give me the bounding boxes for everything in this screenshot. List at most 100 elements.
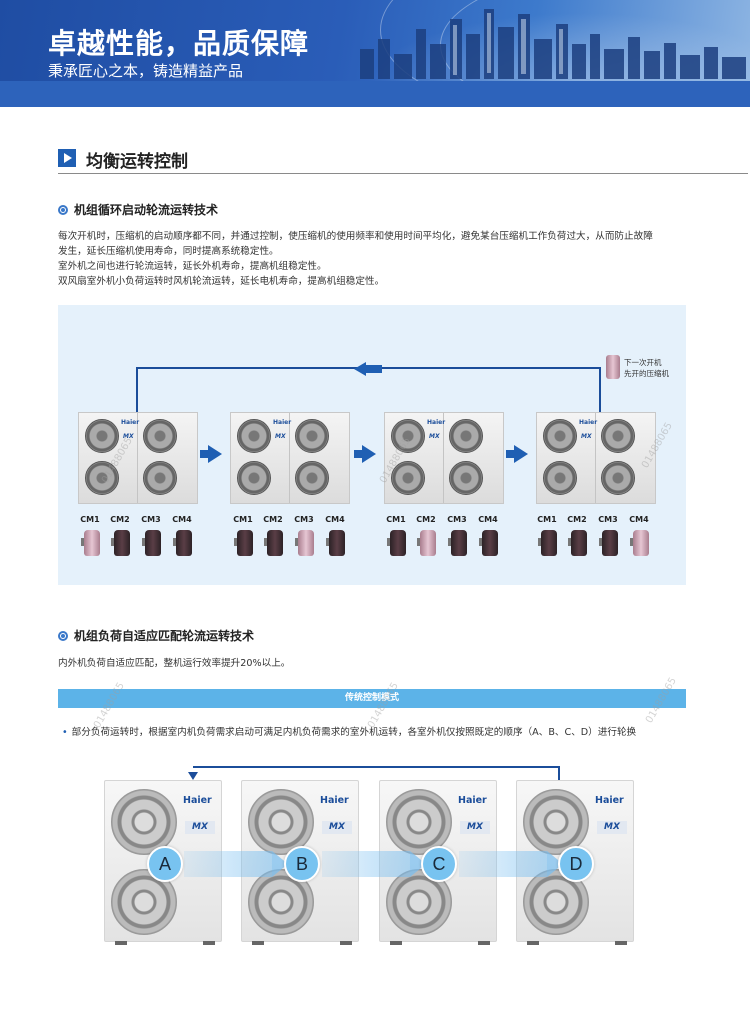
rotation-diagram: 下一次开机 先开的压缩机 Haier MX Haier MX Haier MX — [58, 305, 686, 585]
compressor-icon — [326, 530, 345, 556]
arrow-right-icon — [354, 445, 376, 463]
compressor-label: CM2 — [416, 515, 436, 524]
compressor-icon — [568, 530, 587, 556]
fan-icon — [248, 789, 314, 855]
target-icon — [58, 631, 68, 641]
node-d: D — [558, 846, 594, 882]
city-skyline-image — [360, 9, 746, 79]
model-logo: MX — [429, 433, 440, 440]
compressor-icon — [142, 530, 161, 556]
arrow-right-icon — [200, 445, 222, 463]
brand-logo: Haier — [427, 419, 446, 426]
compressor-icon — [599, 530, 618, 556]
next-start-label-2: 先开的压缩机 — [624, 369, 669, 378]
header-banner: 卓越性能，品质保障 秉承匠心之本，铸造精益产品 — [0, 0, 750, 107]
model-logo: MX — [581, 433, 592, 440]
compressor-icon — [295, 530, 314, 556]
paragraph-line: 双风扇室外机小负荷运转时风机轮流运转，延长电机寿命，提高机组稳定性。 — [58, 276, 385, 287]
compressor-label: CM1 — [386, 515, 406, 524]
brand-logo: Haier — [273, 419, 292, 426]
fan-icon — [237, 461, 271, 495]
model-logo: MX — [123, 433, 134, 440]
compressor-label: CM4 — [478, 515, 498, 524]
compressor-label: CM1 — [537, 515, 557, 524]
paragraph-line: 发生，延长压缩机使用寿命，同时提高系统稳定性。 — [58, 246, 279, 257]
fan-icon — [85, 419, 119, 453]
flow-arrow — [322, 851, 410, 877]
fan-icon — [391, 419, 425, 453]
compressor-label: CM2 — [110, 515, 130, 524]
compressor-icon — [448, 530, 467, 556]
outdoor-unit: Haier MX — [78, 412, 198, 504]
bullet-item: •部分负荷运转时，根据室内机负荷需求启动可满足内机负荷需求的室外机运转，各室外机… — [62, 724, 636, 738]
model-logo: MX — [597, 821, 627, 834]
compressor-label: CM4 — [629, 515, 649, 524]
fan-icon — [543, 461, 577, 495]
flow-arrow — [184, 851, 272, 877]
section-title: 均衡运转控制 — [86, 152, 188, 172]
subsection-heading-2: 机组负荷自适应匹配轮流运转技术 — [58, 627, 254, 644]
brand-logo: Haier — [458, 795, 487, 806]
fan-icon — [601, 461, 635, 495]
paragraph-line: 每次开机时，压缩机的启动顺序都不同，并通过控制，使压缩机的使用频率和使用时间平均… — [58, 231, 653, 242]
fan-icon — [391, 461, 425, 495]
fan-icon — [143, 461, 177, 495]
fan-icon — [295, 461, 329, 495]
brand-logo: Haier — [121, 419, 140, 426]
compressor-icon — [387, 530, 406, 556]
section-header: 均衡运转控制 — [58, 146, 748, 174]
play-icon — [58, 149, 76, 167]
outdoor-unit: Haier MX — [384, 412, 504, 504]
compressor-icon — [630, 530, 649, 556]
subsection-heading-2-text: 机组负荷自适应匹配轮流运转技术 — [74, 629, 255, 643]
outdoor-unit: Haier MX — [230, 412, 350, 504]
fan-icon — [111, 789, 177, 855]
next-start-label-1: 下一次开机 — [624, 358, 662, 367]
compressor-label: CM2 — [263, 515, 283, 524]
compressor-icon — [479, 530, 498, 556]
compressor-icon — [81, 530, 100, 556]
subsection-heading-1: 机组循环启动轮流运转技术 — [58, 201, 218, 218]
model-logo: MX — [185, 821, 215, 834]
brand-logo: Haier — [320, 795, 349, 806]
compressor-icon — [264, 530, 283, 556]
target-icon — [58, 205, 68, 215]
fan-icon — [295, 419, 329, 453]
paragraph-line: 室外机之间也进行轮流运转，延长外机寿命，提高机组稳定性。 — [58, 261, 327, 272]
arrow-down-icon — [188, 772, 198, 780]
compressor-icon — [606, 355, 620, 379]
loop-arrow-icon — [354, 362, 366, 376]
compressor-icon — [111, 530, 130, 556]
loop-line — [136, 367, 601, 413]
node-c: C — [421, 846, 457, 882]
fan-icon — [237, 419, 271, 453]
fan-icon — [601, 419, 635, 453]
outdoor-unit: Haier MX — [536, 412, 656, 504]
bullet-dot-icon: • — [62, 727, 68, 738]
compressor-icon — [234, 530, 253, 556]
compressor-icon — [173, 530, 192, 556]
fan-icon — [143, 419, 177, 453]
compressor-label: CM1 — [80, 515, 100, 524]
compressor-label: CM4 — [172, 515, 192, 524]
mode-banner: 传统控制模式 — [58, 689, 686, 708]
paragraph-1: 每次开机时，压缩机的启动顺序都不同，并通过控制，使压缩机的使用频率和使用时间平均… — [58, 229, 688, 289]
brand-logo: Haier — [595, 795, 624, 806]
fan-icon — [449, 419, 483, 453]
compressor-label: CM3 — [447, 515, 467, 524]
compressor-label: CM3 — [598, 515, 618, 524]
model-logo: MX — [460, 821, 490, 834]
compressor-label: CM4 — [325, 515, 345, 524]
flow-arrow — [459, 851, 547, 877]
banner-strip — [0, 81, 750, 107]
compressor-label: CM3 — [294, 515, 314, 524]
model-logo: MX — [322, 821, 352, 834]
compressor-label: CM1 — [233, 515, 253, 524]
return-loop-line — [193, 766, 560, 786]
fan-icon — [523, 789, 589, 855]
compressor-label: CM2 — [567, 515, 587, 524]
brand-logo: Haier — [183, 795, 212, 806]
banner-title: 卓越性能，品质保障 — [48, 27, 310, 60]
node-b: B — [284, 846, 320, 882]
brand-logo: Haier — [579, 419, 598, 426]
